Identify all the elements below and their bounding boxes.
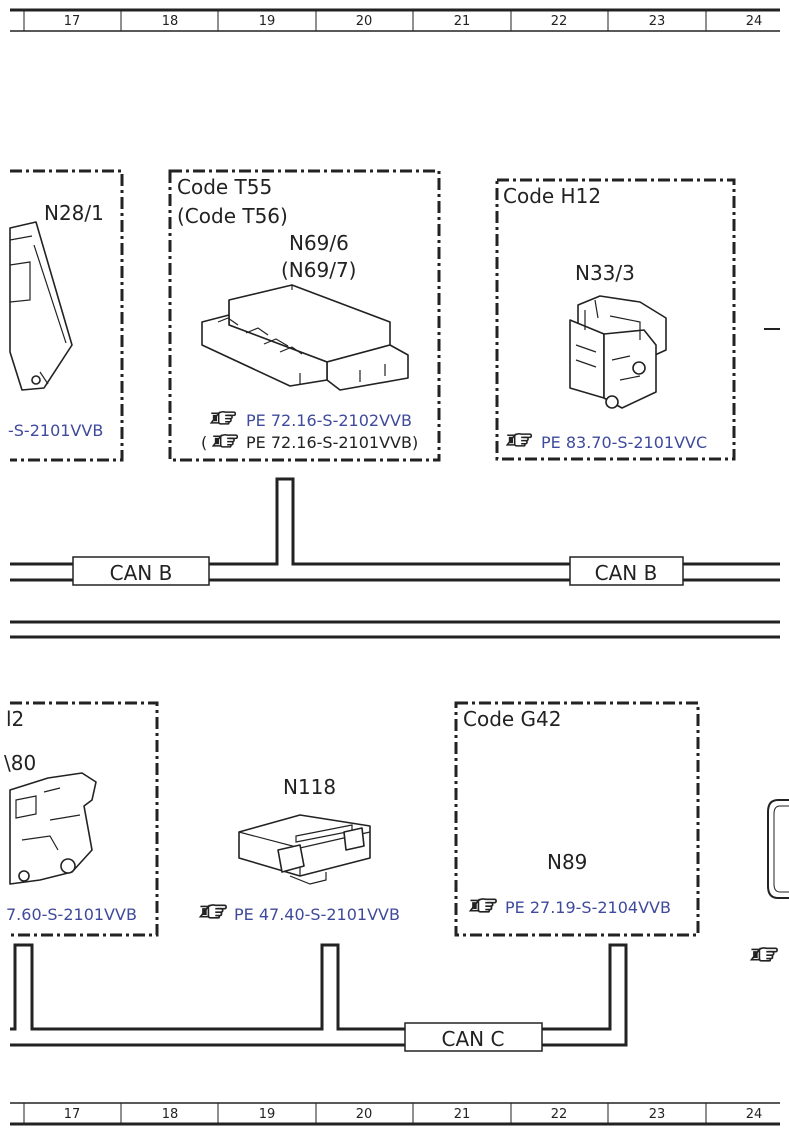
offpage-component-edge xyxy=(750,799,789,962)
reference-link[interactable]: PE 47.40-S-2101VVB xyxy=(234,905,400,924)
option-code-alt: (Code T56) xyxy=(177,204,288,228)
pointing-hand-icon xyxy=(750,947,779,962)
grid-col-24: 24 xyxy=(746,1107,763,1122)
grid-col-19: 19 xyxy=(259,1107,276,1122)
component-label: N69/6 xyxy=(289,231,349,255)
option-code: Code H12 xyxy=(503,184,601,208)
grid-col-24: 24 xyxy=(746,14,763,29)
component-label-alt: (N69/7) xyxy=(281,258,356,282)
component-label: N89 xyxy=(547,850,587,874)
actuator-drawing xyxy=(9,772,97,885)
component-n69[interactable]: Code T55 (Code T56) N69/6 (N69/7) PE 72.… xyxy=(168,169,441,462)
can-b-label: CAN B xyxy=(110,561,173,585)
pointing-hand-icon xyxy=(212,433,239,448)
component-n33-3[interactable]: Code H12 N33/3 PE 83.70-S-2101VVC xyxy=(495,178,780,461)
can-b-label-box xyxy=(72,556,210,586)
reference-link[interactable]: PE 83.70-S-2101VVC xyxy=(541,433,707,452)
component-label-fragment: \80 xyxy=(4,751,36,775)
can-b-label-box xyxy=(569,556,684,586)
control-unit-drawing xyxy=(238,814,371,885)
component-label: N118 xyxy=(283,775,336,799)
component-n118[interactable]: N118 PE 47.40-S-2101VVB xyxy=(199,775,400,924)
can-c-label: CAN C xyxy=(442,1027,505,1051)
reference-alt-open-paren: ( xyxy=(201,433,207,452)
grid-col-21: 21 xyxy=(454,1107,471,1122)
grid-col-17: 17 xyxy=(64,1107,81,1122)
grid-col-23: 23 xyxy=(649,1107,666,1122)
component-n28-1[interactable]: N28/1 -S-2101VVB xyxy=(8,169,124,462)
can-b-label: CAN B xyxy=(595,561,658,585)
grid-col-21: 21 xyxy=(454,14,471,29)
grid-col-20: 20 xyxy=(356,1107,373,1122)
grid-col-18: 18 xyxy=(162,1107,179,1122)
option-code: Code G42 xyxy=(463,707,562,731)
reference-link[interactable]: PE 27.19-S-2104VVB xyxy=(505,898,671,917)
pointing-hand-icon xyxy=(199,904,228,919)
component-n89[interactable]: Code G42 N89 PE 27.19-S-2104VVB xyxy=(454,701,700,937)
grid-col-23: 23 xyxy=(649,14,666,29)
pointing-hand-icon xyxy=(469,898,498,913)
reference-link[interactable]: -S-2101VVB xyxy=(8,421,103,440)
grid-col-17: 17 xyxy=(64,14,81,29)
control-unit-drawing xyxy=(201,284,409,391)
grid-col-18: 18 xyxy=(162,14,179,29)
component-label: N33/3 xyxy=(575,261,635,285)
pump-drawing xyxy=(569,295,667,409)
section-divider xyxy=(10,620,780,639)
component-label: N28/1 xyxy=(44,201,104,225)
grid-col-22: 22 xyxy=(551,14,568,29)
option-code-fragment: l2 xyxy=(6,707,24,731)
can-c-bus: CAN C xyxy=(10,943,628,1052)
grid-top: 17 18 19 20 21 22 23 24 xyxy=(10,8,780,32)
reference-link[interactable]: 7.60-S-2101VVB xyxy=(6,905,137,924)
can-b-bus: CAN B CAN B xyxy=(10,477,780,586)
reference-link[interactable]: PE 72.16-S-2102VVB xyxy=(246,411,412,430)
pointing-hand-icon xyxy=(506,432,533,447)
grid-col-22: 22 xyxy=(551,1107,568,1122)
reference-link-alt[interactable]: PE 72.16-S-2101VVB) xyxy=(246,433,418,452)
pointing-hand-icon xyxy=(210,410,237,425)
grid-col-20: 20 xyxy=(356,14,373,29)
control-unit-drawing xyxy=(9,221,73,391)
can-c-label-box xyxy=(404,1022,543,1052)
option-code: Code T55 xyxy=(177,175,272,199)
grid-bottom: 17 18 19 20 21 22 23 24 xyxy=(10,1102,780,1126)
component-a80[interactable]: l2 \80 7.60-S-2101VVB xyxy=(4,701,159,937)
grid-col-19: 19 xyxy=(259,14,276,29)
